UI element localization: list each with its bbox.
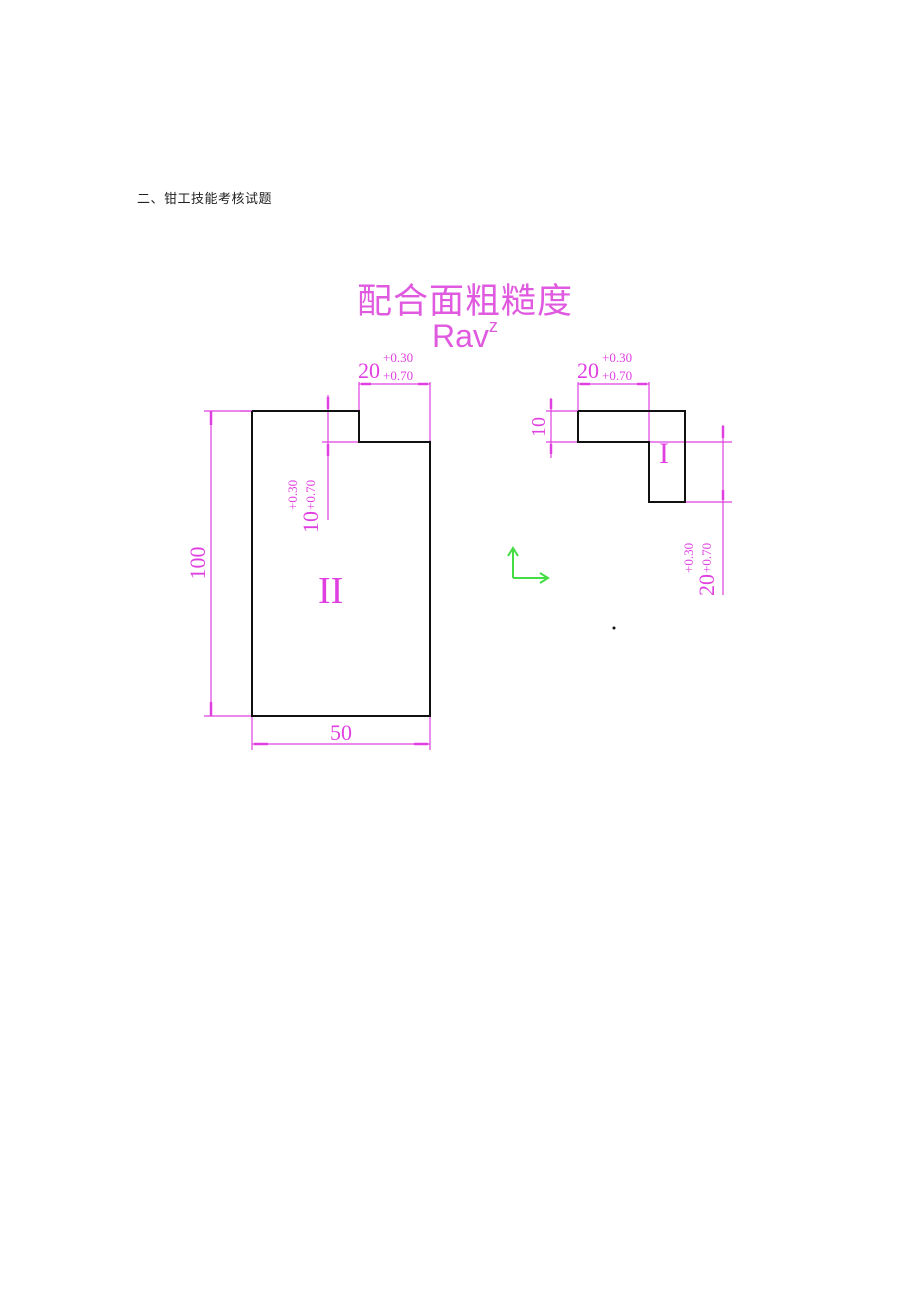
part-ii-step-width-tol-upper: +0.30 [383,350,413,365]
part-ii-dimension-lines [204,382,431,750]
part-i-thickness-dim: 10 [528,417,550,437]
part-i-top-width-dim: 20 [577,358,599,383]
part-ii-step-width-tol-lower: +0.70 [383,368,413,383]
point-marker [612,626,616,630]
part-ii-step-depth-dim: 10 [298,511,323,533]
part-ii-step-depth-tol-upper: +0.30 [285,480,300,510]
part-ii: II 100 50 20 +0.30 +0.70 10 +0.30 +0.70 [185,350,431,750]
part-i-label: I [659,437,669,470]
roughness-symbol: Rav [432,318,489,354]
part-ii-step-depth-tol-lower: +0.70 [303,480,318,510]
part-i-top-width-tol-upper: +0.30 [602,350,632,365]
part-i-leg-height-tol-upper: +0.30 [681,543,696,573]
part-ii-width-dim: 50 [330,720,352,745]
roughness-value: Ravz [432,316,498,355]
part-i-leg-height-dim: 20 [694,574,719,596]
ucs-axis-icon [507,546,550,584]
roughness-title: 配合面粗糙度 [357,282,574,322]
part-ii-height-dim: 100 [185,547,210,580]
section-heading: 二、钳工技能考核试题 [137,192,273,207]
part-ii-outline [251,410,431,717]
part-ii-label: II [318,570,343,612]
roughness-superscript: z [488,316,498,336]
part-i: I 20 +0.30 +0.70 10 20 +0.30 +0.70 [528,350,732,596]
part-i-leg-height-tol-lower: +0.70 [699,543,714,573]
part-i-top-width-tol-lower: +0.70 [602,368,632,383]
part-i-outline [577,410,686,503]
part-ii-step-width-dim: 20 [358,358,380,383]
